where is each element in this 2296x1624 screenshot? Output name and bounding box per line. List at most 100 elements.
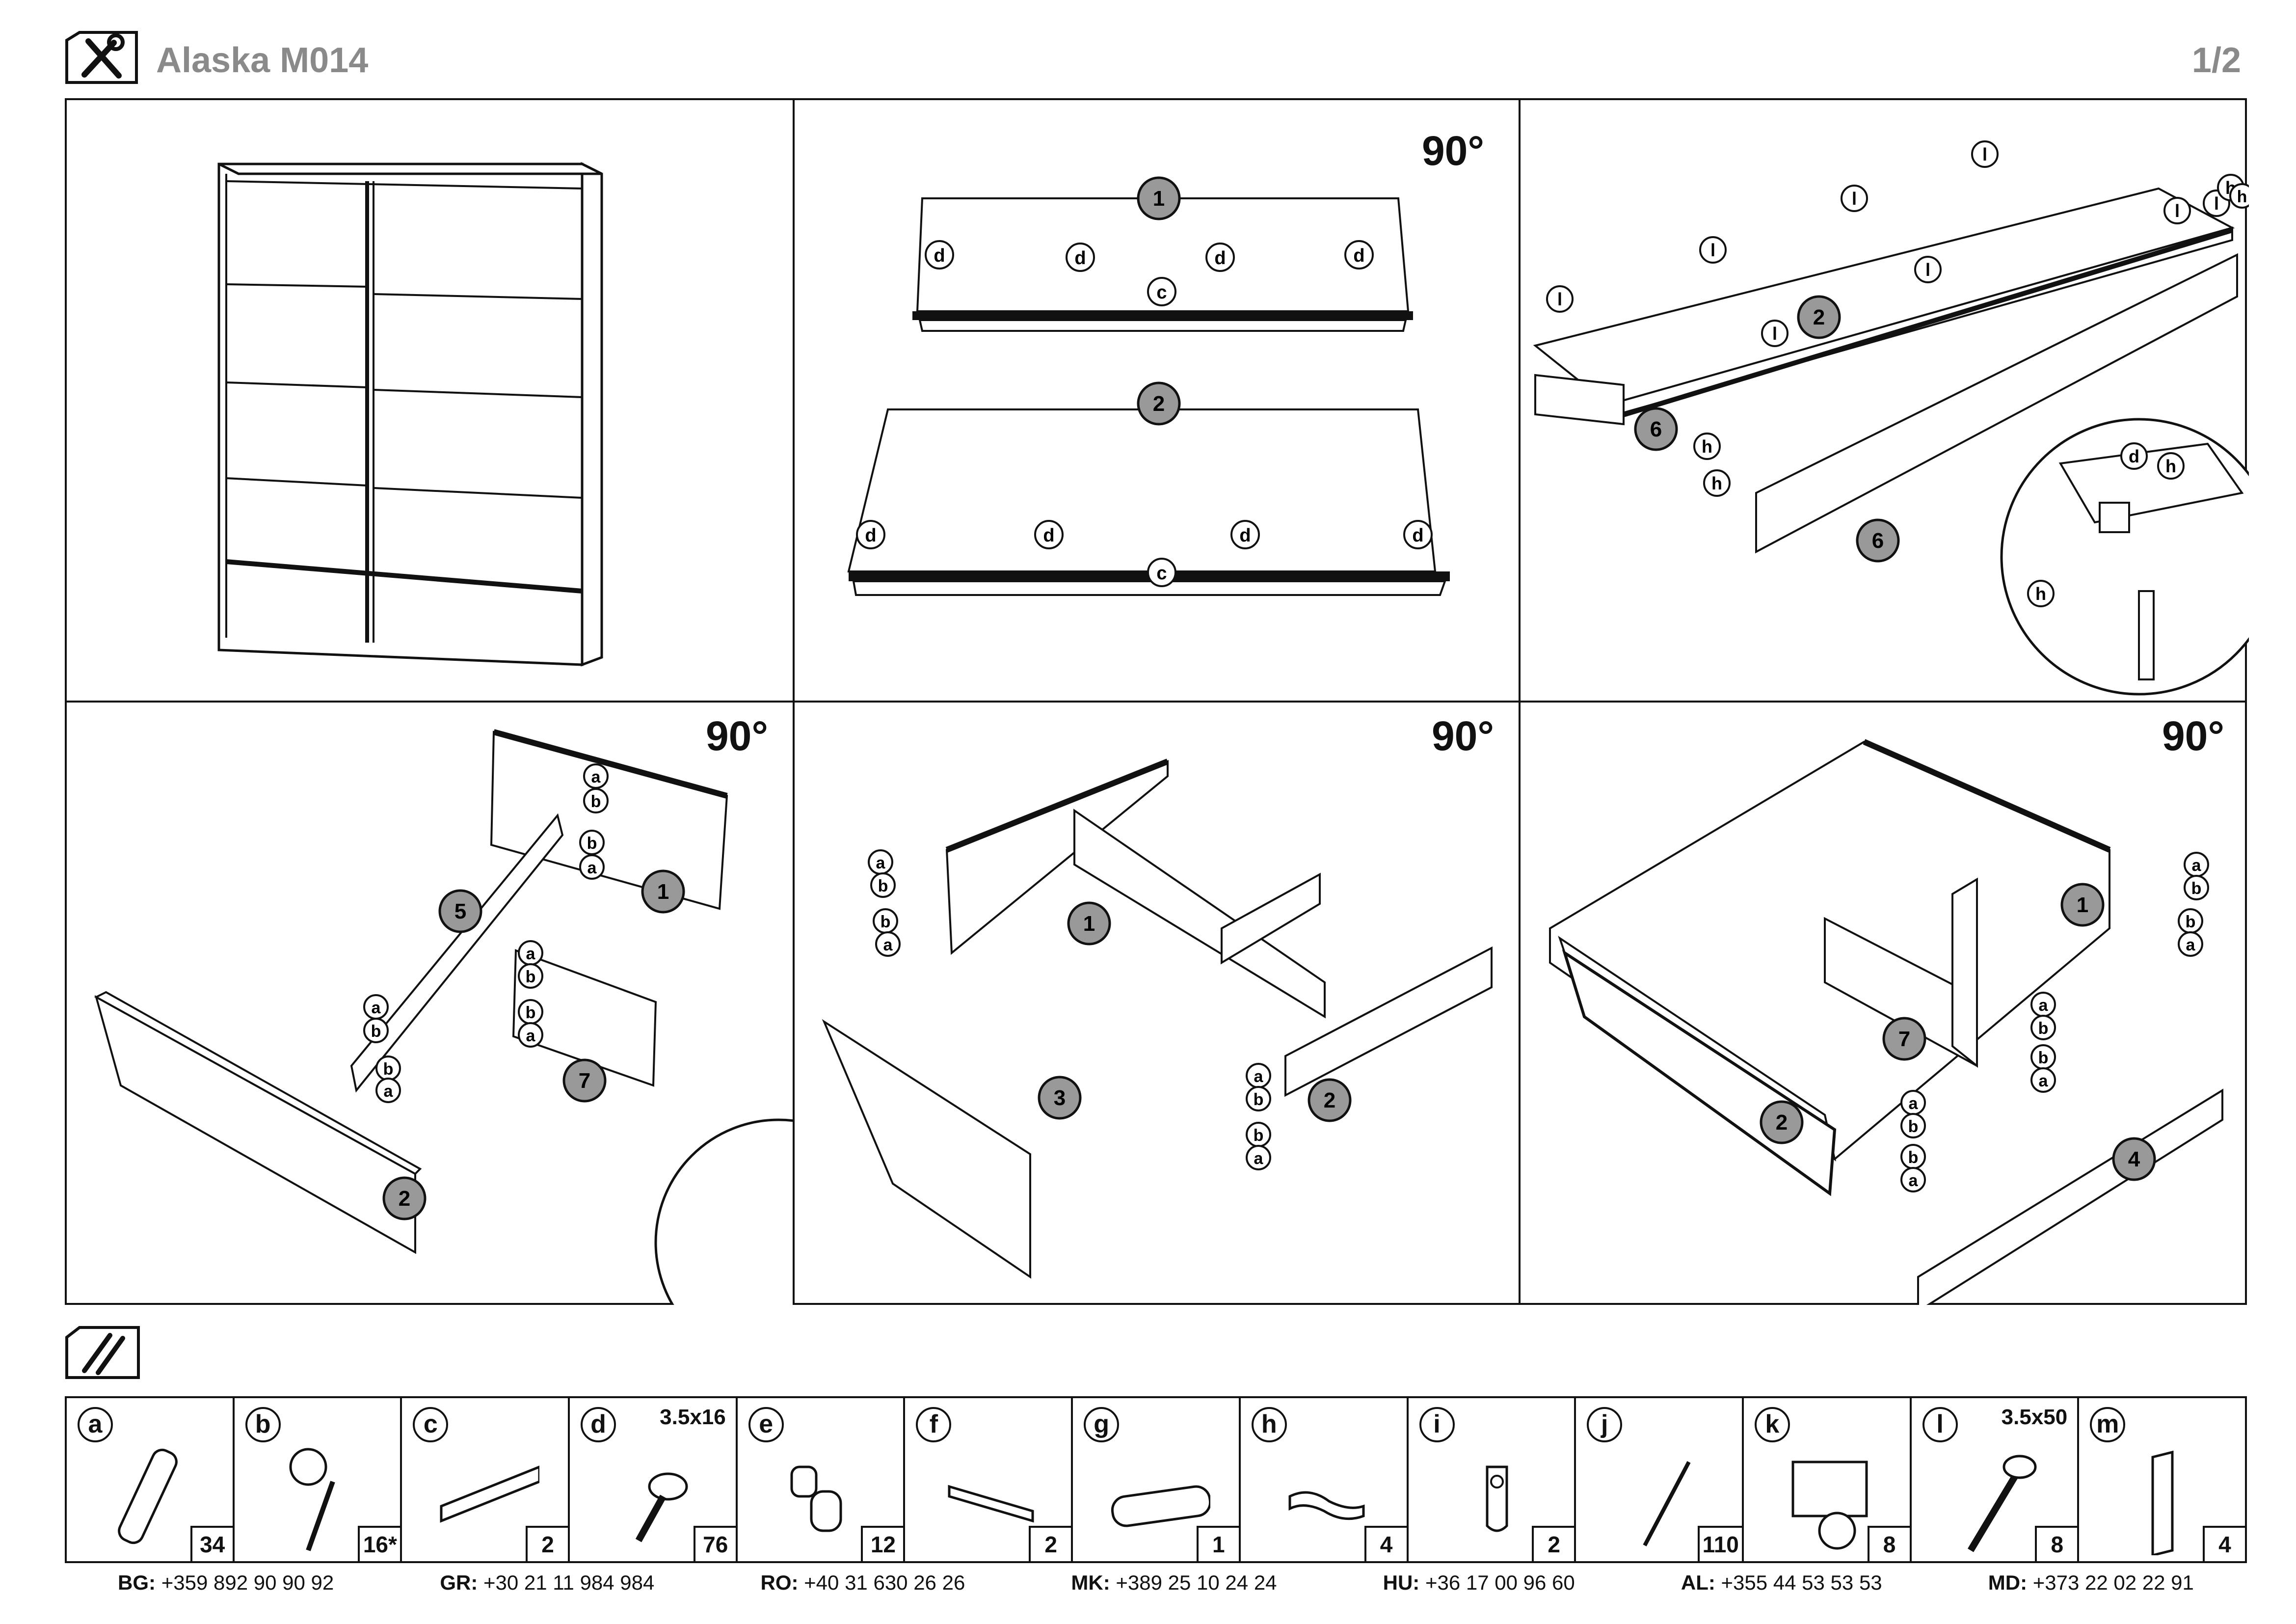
svg-text:7: 7 — [1898, 1027, 1910, 1051]
part-letter: m — [2090, 1407, 2126, 1442]
svg-text:l: l — [1925, 260, 1930, 280]
svg-text:2: 2 — [1776, 1110, 1788, 1135]
instruction-grid: 90° 1 2 c c d d d d d d d d — [65, 98, 2249, 1305]
part-f: f 2 — [905, 1398, 1073, 1561]
rod-icon — [1111, 1485, 1211, 1527]
svg-text:a: a — [1254, 1149, 1264, 1168]
svg-text:b: b — [878, 877, 888, 895]
svg-text:a: a — [384, 1082, 394, 1101]
svg-text:1: 1 — [2077, 893, 2088, 917]
svg-text:h: h — [2165, 456, 2176, 476]
part-letter: l — [1922, 1407, 1958, 1442]
step-4-panel: 90° 5 1 7 2 a b b a a b b a a — [67, 703, 793, 1305]
part-h: h 4 — [1241, 1398, 1409, 1561]
svg-text:b: b — [1254, 1126, 1264, 1145]
part-letter: b — [245, 1407, 281, 1442]
contact-list: BG: +359 892 90 90 92 GR: +30 21 11 984 … — [65, 1571, 2247, 1605]
svg-text:c: c — [1156, 282, 1167, 303]
screw-icon — [635, 1472, 688, 1543]
svg-text:a: a — [372, 999, 381, 1017]
part-l: l 3.5x50 8 — [1912, 1398, 2080, 1561]
svg-text:c: c — [1156, 563, 1167, 584]
svg-text:b: b — [526, 968, 536, 986]
part-qty: 76 — [693, 1526, 736, 1561]
svg-text:d: d — [934, 245, 945, 266]
svg-text:6: 6 — [1650, 417, 1662, 441]
svg-text:a: a — [591, 768, 601, 786]
svg-text:b: b — [1908, 1117, 1919, 1136]
contact-al: AL: +355 44 53 53 53 — [1681, 1571, 1882, 1594]
rod-holder-icon — [1486, 1465, 1508, 1532]
contact-mk: MK: +389 25 10 24 24 — [1071, 1571, 1277, 1594]
svg-text:a: a — [2186, 936, 2196, 954]
part-letter: i — [1419, 1407, 1455, 1442]
svg-text:l: l — [1772, 324, 1777, 344]
svg-text:a: a — [883, 936, 893, 954]
svg-text:5: 5 — [454, 899, 466, 923]
shelf-pin-icon — [790, 1465, 842, 1532]
step-2-panel: 90° 1 2 c c d d d d d d d d — [795, 100, 1519, 701]
part-qty: 4 — [2202, 1526, 2245, 1561]
step-3-panel: 2 6 6 l l l l l l l l h h h h d h h — [1521, 100, 2249, 701]
part-spec: 3.5x16 — [660, 1405, 726, 1429]
svg-text:h: h — [2237, 188, 2247, 206]
rotate-icon: 90° — [2162, 713, 2224, 759]
step-1-panel — [67, 100, 793, 701]
hardware-icon — [65, 1326, 141, 1380]
part-letter: d — [581, 1407, 616, 1442]
rail-icon — [440, 1465, 540, 1523]
dowel-icon — [118, 1448, 178, 1544]
svg-text:1: 1 — [1083, 912, 1095, 936]
part-letter: f — [916, 1407, 952, 1442]
part-j: j 110 — [1576, 1398, 1744, 1561]
svg-text:d: d — [1214, 248, 1226, 269]
contact-gr: GR: +30 21 11 984 984 — [440, 1571, 655, 1594]
svg-text:d: d — [2129, 446, 2139, 466]
part-k: k 8 — [1744, 1398, 1912, 1561]
part-letter: c — [413, 1407, 449, 1442]
svg-text:h: h — [1711, 473, 1722, 493]
svg-text:a: a — [1909, 1171, 1919, 1190]
svg-text:b: b — [881, 913, 891, 931]
part-b: b 16* — [235, 1398, 402, 1561]
svg-text:3: 3 — [1054, 1086, 1066, 1110]
svg-text:a: a — [2039, 1072, 2049, 1090]
rotate-icon: 90° — [705, 713, 768, 759]
svg-text:d: d — [865, 525, 876, 546]
svg-text:b: b — [587, 834, 597, 853]
svg-text:b: b — [1908, 1148, 1919, 1167]
svg-text:d: d — [1239, 525, 1251, 546]
rotate-icon: 90° — [1431, 713, 1494, 759]
profile-icon — [948, 1485, 1034, 1523]
long-screw-icon — [1967, 1455, 2037, 1552]
svg-text:d: d — [1353, 245, 1364, 266]
part-qty: 110 — [1697, 1526, 1742, 1561]
svg-text:2: 2 — [1153, 392, 1165, 416]
part-i: i 2 — [1409, 1398, 1576, 1561]
contact-bg: BG: +359 892 90 90 92 — [118, 1571, 334, 1594]
svg-text:b: b — [2038, 1049, 2049, 1067]
svg-text:7: 7 — [579, 1069, 590, 1093]
svg-text:d: d — [1043, 525, 1054, 546]
guide-icon — [1288, 1491, 1365, 1520]
roller-icon — [1791, 1461, 1868, 1550]
svg-text:a: a — [2192, 856, 2202, 875]
part-qty: 2 — [526, 1526, 568, 1561]
part-c: c 2 — [402, 1398, 570, 1561]
svg-text:6: 6 — [1872, 529, 1884, 553]
part-qty: 34 — [190, 1526, 233, 1561]
svg-text:l: l — [1557, 289, 1562, 309]
parts-list: a 34 b 16* c 2 d 3.5x16 76 e 12 f 2 g 1 … — [65, 1396, 2247, 1563]
part-letter: e — [748, 1407, 784, 1442]
svg-text:l: l — [2175, 201, 2180, 221]
part-d: d 3.5x16 76 — [570, 1398, 738, 1561]
part-qty: 12 — [861, 1526, 904, 1561]
page-title: Alaska M014 — [156, 41, 369, 80]
part-g: g 1 — [1073, 1398, 1241, 1561]
svg-text:b: b — [2038, 1019, 2049, 1038]
wardrobe-illustration — [217, 162, 603, 667]
svg-text:a: a — [876, 854, 886, 872]
svg-text:b: b — [383, 1060, 394, 1079]
step-6-panel: 90° 1 7 2 4 a b b a a b b a a — [1521, 703, 2249, 1305]
part-letter: k — [1754, 1407, 1790, 1442]
